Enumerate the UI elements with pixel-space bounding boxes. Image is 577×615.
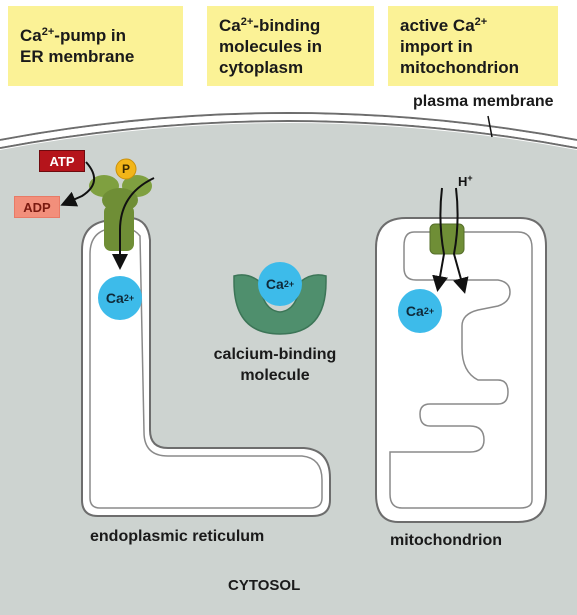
atp-arrow: [60, 161, 95, 207]
atp-badge: ATP: [39, 150, 85, 172]
mito-transporter-protein: [429, 223, 465, 255]
plasma-membrane-pointer: [487, 115, 493, 138]
cytosol-label: CYTOSOL: [228, 577, 301, 594]
adp-badge: ADP: [14, 196, 60, 218]
header-ca-binding: Ca2+-binding molecules in cytoplasm: [207, 6, 374, 86]
er-label: endoplasmic reticulum: [90, 528, 265, 545]
ca-pump-protein: [89, 175, 152, 251]
plasma-membrane-fill: [0, 114, 577, 147]
proton-arrow-left: [432, 187, 448, 292]
phosphate-label: P: [121, 162, 130, 176]
header-ca-pump: Ca2+-pump in ER membrane: [8, 6, 183, 86]
calcium-binding-molecule-label: calcium-binding molecule: [213, 346, 337, 384]
plasma-membrane-label: plasma membrane: [413, 93, 554, 110]
proton-arrow-right: [452, 187, 469, 294]
plasma-membrane-inner: [0, 120, 577, 149]
mitochondrion-label: mitochondrion: [390, 532, 502, 549]
ca-pump-arrow: [112, 177, 155, 270]
plasma-membrane-outer: [0, 112, 577, 141]
proton-label: H+: [458, 173, 473, 190]
mitochondrion-inner-membrane: [389, 231, 533, 509]
header-mito-import: active Ca2+ import in mitochondrion: [388, 6, 558, 86]
phosphate-icon: [115, 158, 137, 180]
